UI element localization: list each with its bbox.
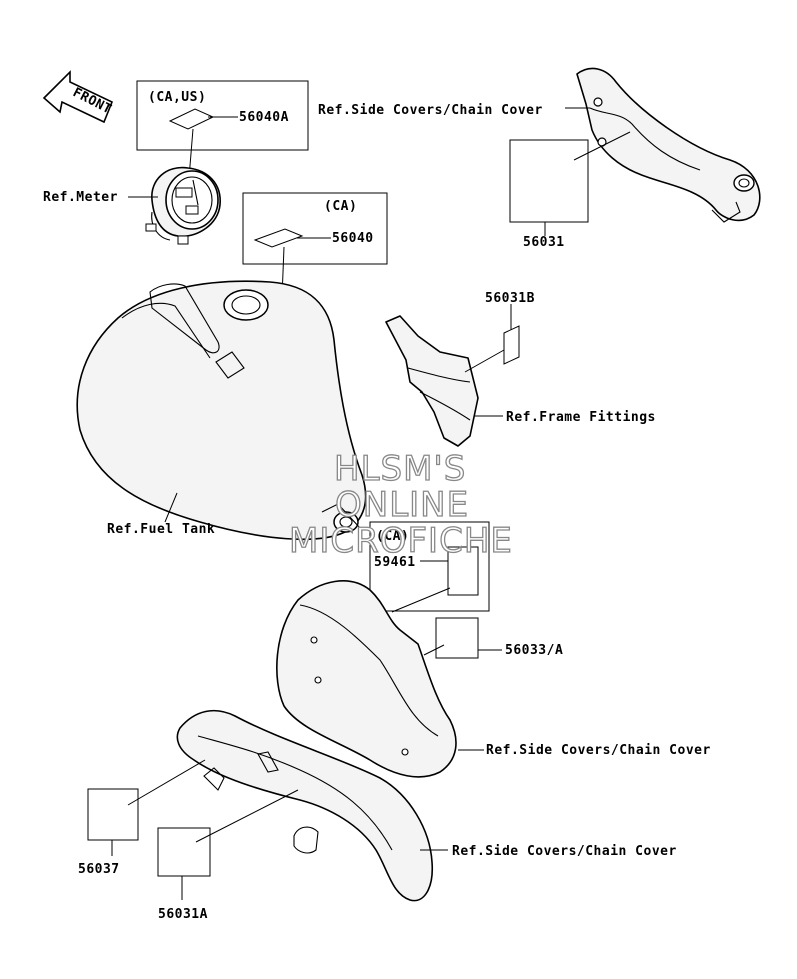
part-56040A-label: 56040A bbox=[239, 110, 289, 125]
decal-56031 bbox=[509, 139, 589, 223]
tank-box-region: (CA) bbox=[324, 199, 357, 214]
decal-56040A bbox=[168, 108, 215, 130]
part-56031-label: 56031 bbox=[523, 235, 565, 250]
ref-fuel-tank-label: Ref.Fuel Tank bbox=[107, 522, 215, 537]
part-56031A-label: 56031A bbox=[158, 907, 208, 922]
watermark-line-2: ONLINE bbox=[335, 485, 469, 525]
ref-frame-fittings-label: Ref.Frame Fittings bbox=[506, 410, 656, 425]
side-cover-middle-part: 56033/A Ref.Side Covers/Chain Cover bbox=[276, 580, 711, 778]
part-56037-label: 56037 bbox=[78, 862, 120, 877]
decal-56031A bbox=[157, 827, 211, 877]
fuel-tank-part: Ref.Fuel Tank bbox=[76, 280, 367, 541]
part-56031B-label: 56031B bbox=[485, 291, 535, 306]
meter-box-region: (CA,US) bbox=[148, 90, 206, 105]
decal-56037 bbox=[87, 788, 139, 841]
part-56040-label: 56040 bbox=[332, 231, 374, 246]
watermark-line-3: MICROFICHE bbox=[289, 521, 513, 561]
tank-decal-box: (CA) 56040 bbox=[242, 192, 388, 349]
decal-59461 bbox=[447, 546, 479, 596]
decal-56031B bbox=[503, 325, 520, 365]
watermark: HLSM'S ONLINE MICROFICHE bbox=[288, 448, 513, 561]
frame-fitting-part: 56031B Ref.Frame Fittings bbox=[385, 291, 656, 447]
ref-side-covers-top-label: Ref.Side Covers/Chain Cover bbox=[318, 103, 543, 118]
chain-cover-part: Ref.Side Covers/Chain Cover 56037 56031A bbox=[78, 709, 677, 922]
ref-side-covers-bottom-label: Ref.Side Covers/Chain Cover bbox=[452, 844, 677, 859]
side-box-region: (CA) bbox=[376, 529, 409, 544]
front-arrow-icon: FRONT bbox=[42, 70, 114, 124]
ref-side-covers-mid-label: Ref.Side Covers/Chain Cover bbox=[486, 743, 711, 758]
meter-decal-box: (CA,US) 56040A bbox=[136, 80, 309, 179]
side-decal-box: (CA) 59461 bbox=[369, 521, 490, 613]
side-cover-top-part: Ref.Side Covers/Chain Cover 56031 bbox=[318, 67, 761, 250]
part-59461-label: 59461 bbox=[374, 555, 416, 570]
decal-56033A bbox=[435, 617, 479, 659]
part-56033A-label: 56033/A bbox=[505, 643, 563, 658]
watermark-line-1: HLSM'S bbox=[334, 449, 466, 489]
decal-56040 bbox=[253, 228, 304, 248]
meter-part: Ref.Meter bbox=[43, 166, 221, 245]
ref-meter-label: Ref.Meter bbox=[43, 190, 118, 205]
